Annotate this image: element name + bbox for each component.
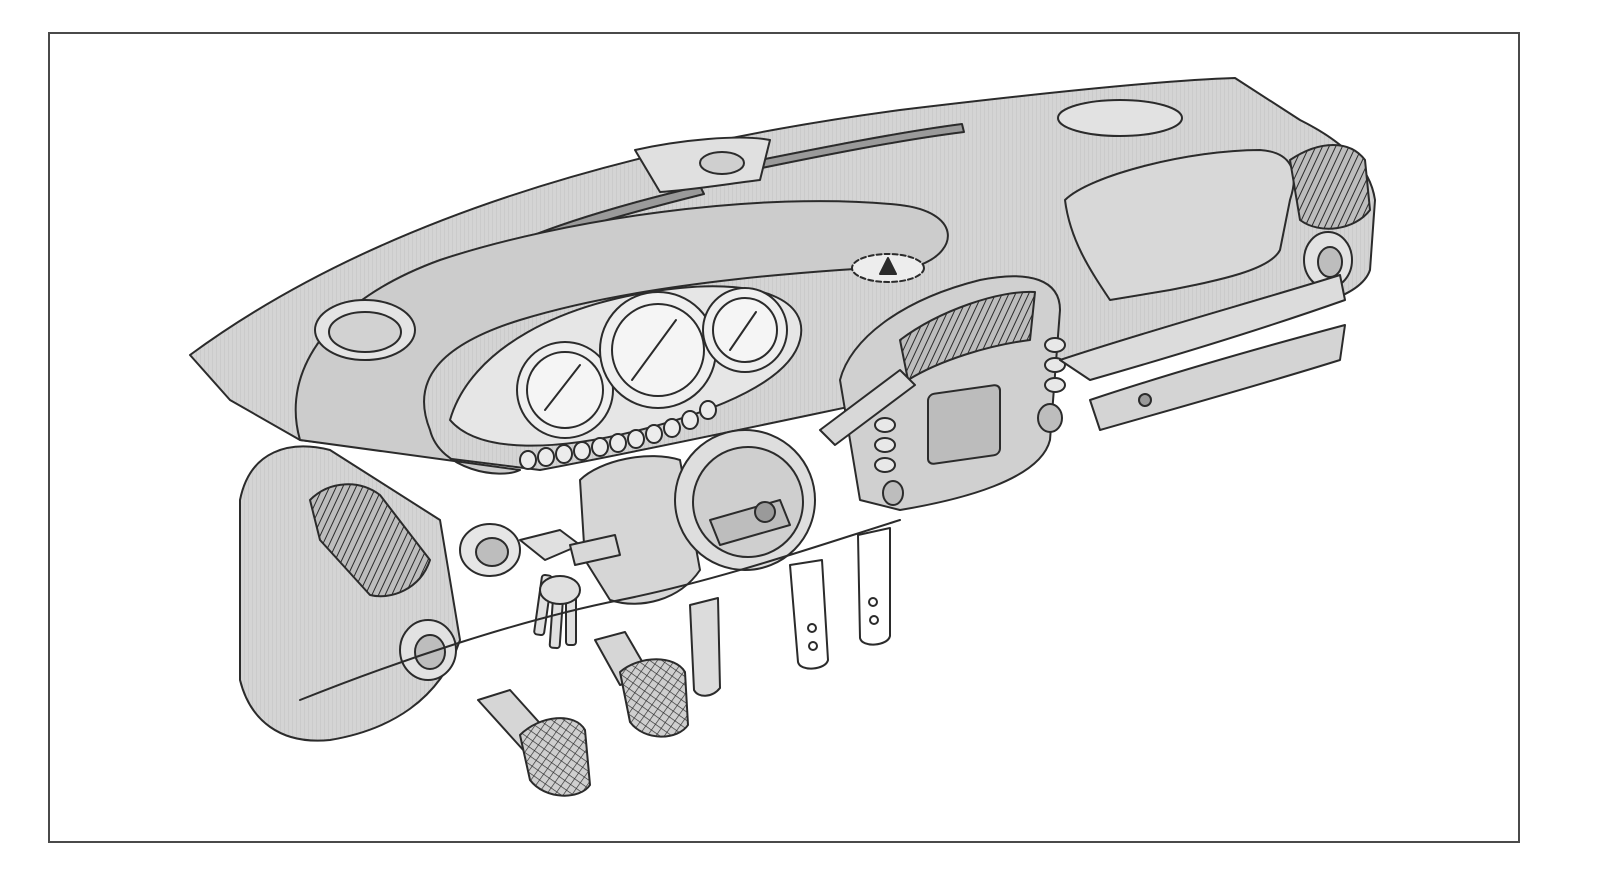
accelerator-pedal (689, 597, 721, 697)
dashboard-lower-edge (1059, 274, 1346, 381)
passenger-airbag-panel (1064, 149, 1295, 301)
defroster-vent-right (749, 123, 965, 171)
steering-column (569, 369, 916, 605)
mounting-bracket-right (857, 527, 891, 646)
center-air-vent (899, 290, 1036, 381)
sun-sensor (699, 151, 745, 175)
dashboard-bottom-line (299, 519, 901, 701)
brake-pedal-pad (619, 658, 689, 738)
right-side-vent (1289, 144, 1371, 230)
navigation-screen (927, 384, 1001, 465)
glovebox-lower (1089, 324, 1346, 431)
top-speaker (1057, 99, 1183, 137)
instrument-cluster (449, 285, 803, 447)
wiper-stalk (819, 369, 916, 446)
hazard-icon (879, 257, 897, 275)
console-knob (1037, 403, 1063, 433)
indicator-stalk (569, 534, 621, 566)
clutch-pedal-pad (519, 717, 591, 797)
pedal-assembly (477, 597, 721, 797)
glovebox-latch (1138, 393, 1152, 407)
console-buttons (874, 337, 1066, 473)
left-side-vent (309, 483, 431, 598)
warning-light-row (519, 400, 717, 470)
console-knob-lower (882, 480, 904, 506)
mounting-bracket-left (789, 559, 829, 670)
instrument-hood (294, 200, 949, 475)
